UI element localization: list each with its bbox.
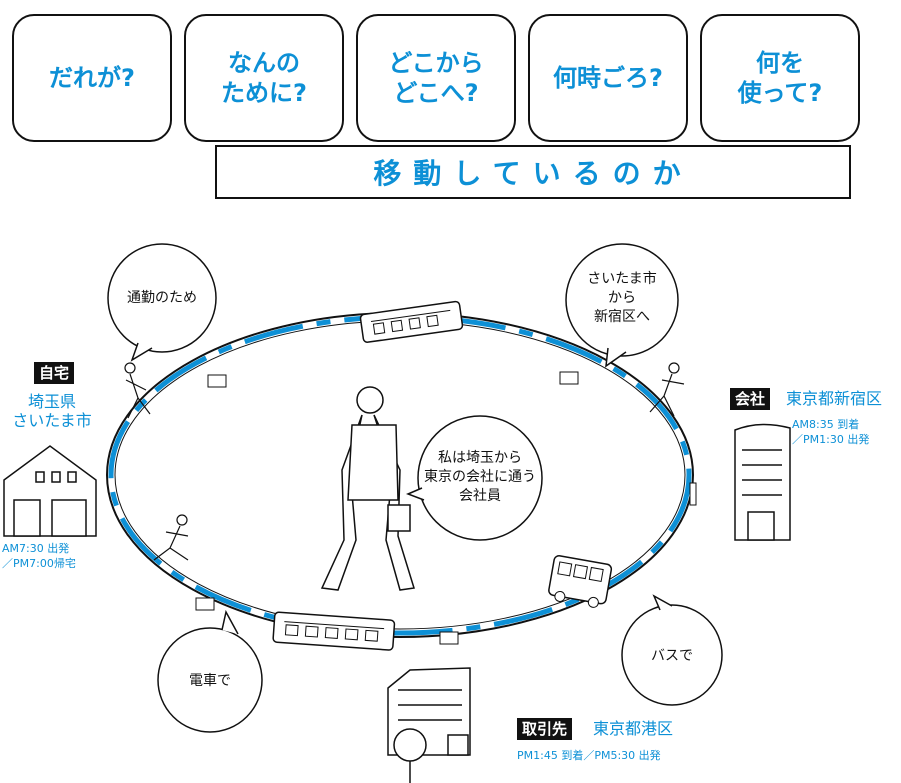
bus-stop bbox=[689, 482, 697, 506]
bubble-purpose-text: 通勤のため bbox=[127, 290, 197, 306]
bubble-train: 電車で bbox=[157, 609, 263, 733]
client-times: PM1:45 到着／PM5:30 出発 bbox=[517, 749, 661, 762]
question-who: だれが? bbox=[12, 14, 172, 142]
bubble-person-line-1: 私は埼玉から bbox=[438, 450, 522, 466]
home-house bbox=[3, 445, 97, 537]
train-bottom bbox=[272, 611, 396, 651]
home-place: 埼玉県 さいたま市 bbox=[12, 392, 92, 431]
question-how: 何を 使って? bbox=[700, 14, 860, 142]
bus bbox=[548, 555, 613, 608]
office-times: AM8:35 到着 ／PM1:30 出発 bbox=[792, 418, 870, 446]
bubble-route: さいたま市 から 新宿区へ bbox=[565, 243, 679, 368]
walking-man bbox=[320, 386, 415, 591]
train-top bbox=[359, 300, 464, 343]
walker-small-3 bbox=[153, 514, 189, 561]
station-2 bbox=[559, 371, 579, 385]
question-when: 何時ごろ? bbox=[528, 14, 688, 142]
client-place: 東京都港区 bbox=[593, 719, 674, 738]
client-badge: 取引先 bbox=[517, 718, 573, 740]
bubble-bus-text: バスで bbox=[651, 648, 693, 664]
walker-small-2 bbox=[649, 362, 685, 417]
station-3 bbox=[195, 597, 215, 611]
station-4 bbox=[439, 631, 459, 645]
bubble-person: 私は埼玉から 東京の会社に通う 会社員 bbox=[405, 415, 543, 541]
bubble-purpose: 通勤のため bbox=[107, 243, 217, 362]
bubble-person-line-2: 東京の会社に通う bbox=[424, 469, 536, 485]
bubble-route-line-3: 新宿区へ bbox=[594, 308, 650, 325]
question-where: どこから どこへ? bbox=[356, 14, 516, 142]
office-building bbox=[734, 423, 791, 541]
bubble-person-line-3: 会社員 bbox=[459, 488, 501, 504]
office-place: 東京都新宿区 bbox=[786, 389, 883, 408]
station-1 bbox=[207, 374, 227, 388]
bubble-bus: バスで bbox=[621, 594, 723, 706]
bubble-train-text: 電車で bbox=[189, 672, 231, 689]
home-badge: 自宅 bbox=[34, 362, 75, 384]
walker-small-1 bbox=[124, 362, 151, 419]
home-times: AM7:30 出発 ／PM7:00帰宅 bbox=[2, 542, 76, 570]
bubble-route-line-1: さいたま市 bbox=[587, 270, 657, 287]
banner-title: 移動しているのか bbox=[215, 145, 851, 199]
office-badge: 会社 bbox=[730, 388, 771, 410]
bubble-route-line-2: から bbox=[608, 290, 636, 306]
question-why: なんの ために? bbox=[184, 14, 344, 142]
client-building bbox=[387, 667, 471, 783]
